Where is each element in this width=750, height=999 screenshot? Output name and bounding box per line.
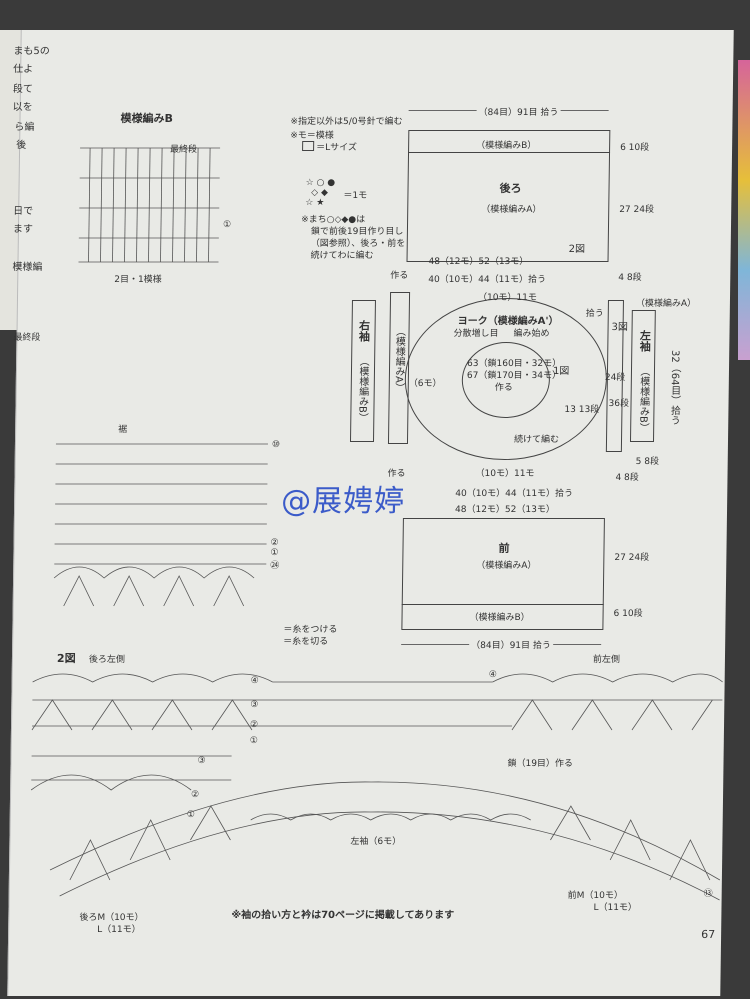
note-machi-4: 続けてわに編む bbox=[310, 251, 374, 261]
front-h-bot: 6 10段 bbox=[613, 609, 643, 619]
yoke-center-3: 作る bbox=[494, 383, 513, 393]
back-fig2: 2図 bbox=[568, 244, 586, 255]
yoke-sub1: 分散増し目 bbox=[453, 329, 499, 339]
margin-text-1: まも5の bbox=[13, 46, 50, 57]
margin-text-6: 後 bbox=[16, 140, 27, 151]
yoke-left6: （6モ） bbox=[408, 379, 442, 389]
back-row40: 40（10モ）44（11モ）拾う bbox=[428, 275, 547, 285]
margin-text-3: 段て bbox=[12, 84, 33, 95]
fig2-r4-left: ④ bbox=[250, 676, 259, 686]
front-band-line bbox=[401, 604, 604, 605]
fig2-back-l: L（11モ） bbox=[97, 925, 141, 935]
yoke-fig1: 1図 bbox=[552, 366, 570, 377]
pattern-b-last-row: 最終段 bbox=[169, 145, 198, 155]
fig2-r3-top: ③ bbox=[250, 700, 259, 710]
back-row48: 48（12モ）52（13モ） bbox=[428, 257, 529, 267]
yoke-sub2: 編み始め bbox=[513, 329, 550, 339]
hem-label: 裾 bbox=[118, 425, 128, 435]
yoke-center-2: 67（鎖170目・34モ） bbox=[466, 371, 562, 381]
margin-text-5: ら編 bbox=[14, 122, 35, 133]
front-row48: 48（12モ）52（13モ） bbox=[454, 505, 555, 515]
front-row40: 40（10モ）44（11モ）拾う bbox=[455, 489, 574, 499]
note-1mo: ＝1モ bbox=[343, 191, 368, 201]
margin-text-9: ます bbox=[12, 224, 34, 235]
note-lsize: ＝Lサイズ bbox=[316, 143, 357, 153]
front-saku: 作る bbox=[387, 469, 406, 479]
margin-text-8: 日で bbox=[13, 206, 34, 217]
fig2-title: 2図 bbox=[56, 652, 76, 665]
hem-row2: ② bbox=[270, 538, 279, 548]
pattern-b-chart bbox=[78, 147, 221, 263]
back-title: 後ろ bbox=[499, 182, 522, 195]
size-box-icon bbox=[302, 141, 315, 151]
fig2-chart bbox=[30, 673, 723, 901]
back-h-top: 6 10段 bbox=[620, 143, 650, 153]
front-title: 前 bbox=[498, 542, 510, 555]
margin-text-13: 最終段 bbox=[13, 333, 41, 343]
back-band-label: （模様編みB） bbox=[476, 141, 537, 151]
front-h-top: 4 8段 bbox=[615, 473, 639, 483]
yoke-right13: 13 13段 bbox=[564, 405, 600, 415]
fig2-front-l: L（11モ） bbox=[593, 903, 638, 913]
note-symbols-icon: ☆ ○ ● ◇ ◆☆ ★ bbox=[305, 178, 336, 208]
pattern-page: まも5の 仕よ 段て 以を ら編 後 日で ます 模様編 最終段 模様編みB 最… bbox=[7, 30, 734, 996]
fig2-r4-right: ④ bbox=[488, 670, 497, 680]
fig2-r3: ③ bbox=[197, 756, 206, 766]
left-sleeve-sub: （模様編みB） bbox=[637, 366, 650, 433]
fig2-right-label: 前左側 bbox=[592, 655, 621, 665]
magazine-edge-strip bbox=[738, 60, 750, 360]
front-sub: （模様編みA） bbox=[476, 561, 537, 571]
fig2-r13: ⑬ bbox=[703, 889, 713, 899]
fig2-r2-top: ② bbox=[249, 720, 259, 730]
right-sleeve-title: 右袖 bbox=[357, 320, 371, 342]
back-saku: 作る bbox=[390, 271, 409, 281]
hem-row10: ⑩ bbox=[271, 440, 281, 450]
fig2-sleeve: 左袖（6モ） bbox=[350, 837, 402, 847]
fig2-r1: ① bbox=[186, 810, 195, 820]
fig2-left-label: 後ろ左側 bbox=[88, 655, 126, 665]
left-sleeve-pata: （模様編みA） bbox=[635, 299, 697, 309]
pattern-b-title: 模様編みB bbox=[120, 112, 173, 125]
yoke-top: （10モ）11モ bbox=[477, 293, 537, 303]
back-sub: （模様編みA） bbox=[481, 205, 542, 215]
left-sleeve-len: 32（64目）拾う bbox=[668, 350, 681, 426]
pattern-b-row1: ① bbox=[222, 220, 232, 230]
yoke-cont: 続けて編む bbox=[513, 435, 560, 445]
left-sleeve-pickup: 拾う bbox=[585, 309, 604, 319]
margin-text-2: 仕よ bbox=[13, 64, 34, 75]
legend-cut: ＝糸を切る bbox=[283, 637, 329, 647]
left-sleeve-title: 左袖 bbox=[638, 330, 652, 352]
left-sleeve-bot: 5 8段 bbox=[635, 457, 660, 467]
footnote: ※袖の拾い方と衿は70ページに掲載してあります bbox=[231, 910, 455, 921]
yoke-bottom: （10モ）11モ bbox=[475, 469, 535, 479]
back-band-line bbox=[408, 152, 611, 153]
right-sleeve-inner-label: （模様編みA） bbox=[392, 326, 405, 393]
yoke-title: ヨーク（模様編みA'） bbox=[457, 316, 559, 327]
right-sleeve-sub: （模様編みB） bbox=[356, 356, 369, 423]
margin-text-4: 以を bbox=[12, 102, 33, 113]
margin-text-11: 模様編 bbox=[12, 262, 43, 273]
fig2-r1-top: ① bbox=[249, 736, 258, 746]
hem-row24: ㉔ bbox=[270, 561, 280, 571]
watermark: @展娉婷 bbox=[280, 484, 406, 519]
note-needle: ※指定以外は5/0号針で編む bbox=[290, 117, 403, 127]
front-h-mid: 27 24段 bbox=[614, 553, 650, 563]
front-band: （模様編みB） bbox=[469, 613, 530, 623]
page-number: 67 bbox=[701, 928, 716, 941]
front-bottom-dim: （84目）91目 拾う bbox=[469, 638, 554, 651]
hem-row1: ① bbox=[270, 548, 279, 558]
back-h-mid: 27 24段 bbox=[619, 205, 655, 215]
hem-chart bbox=[53, 443, 268, 607]
back-h-bot: 4 8段 bbox=[618, 273, 642, 283]
fig2-r2: ② bbox=[190, 790, 200, 800]
pattern-b-repeat: 2目・1模様 bbox=[114, 275, 162, 285]
left-sleeve-fig3: 3図 bbox=[611, 322, 629, 333]
back-top-dim: （84目）91目 拾う bbox=[476, 105, 561, 118]
fig2-chain: 鎖（19目）作る bbox=[507, 759, 574, 769]
